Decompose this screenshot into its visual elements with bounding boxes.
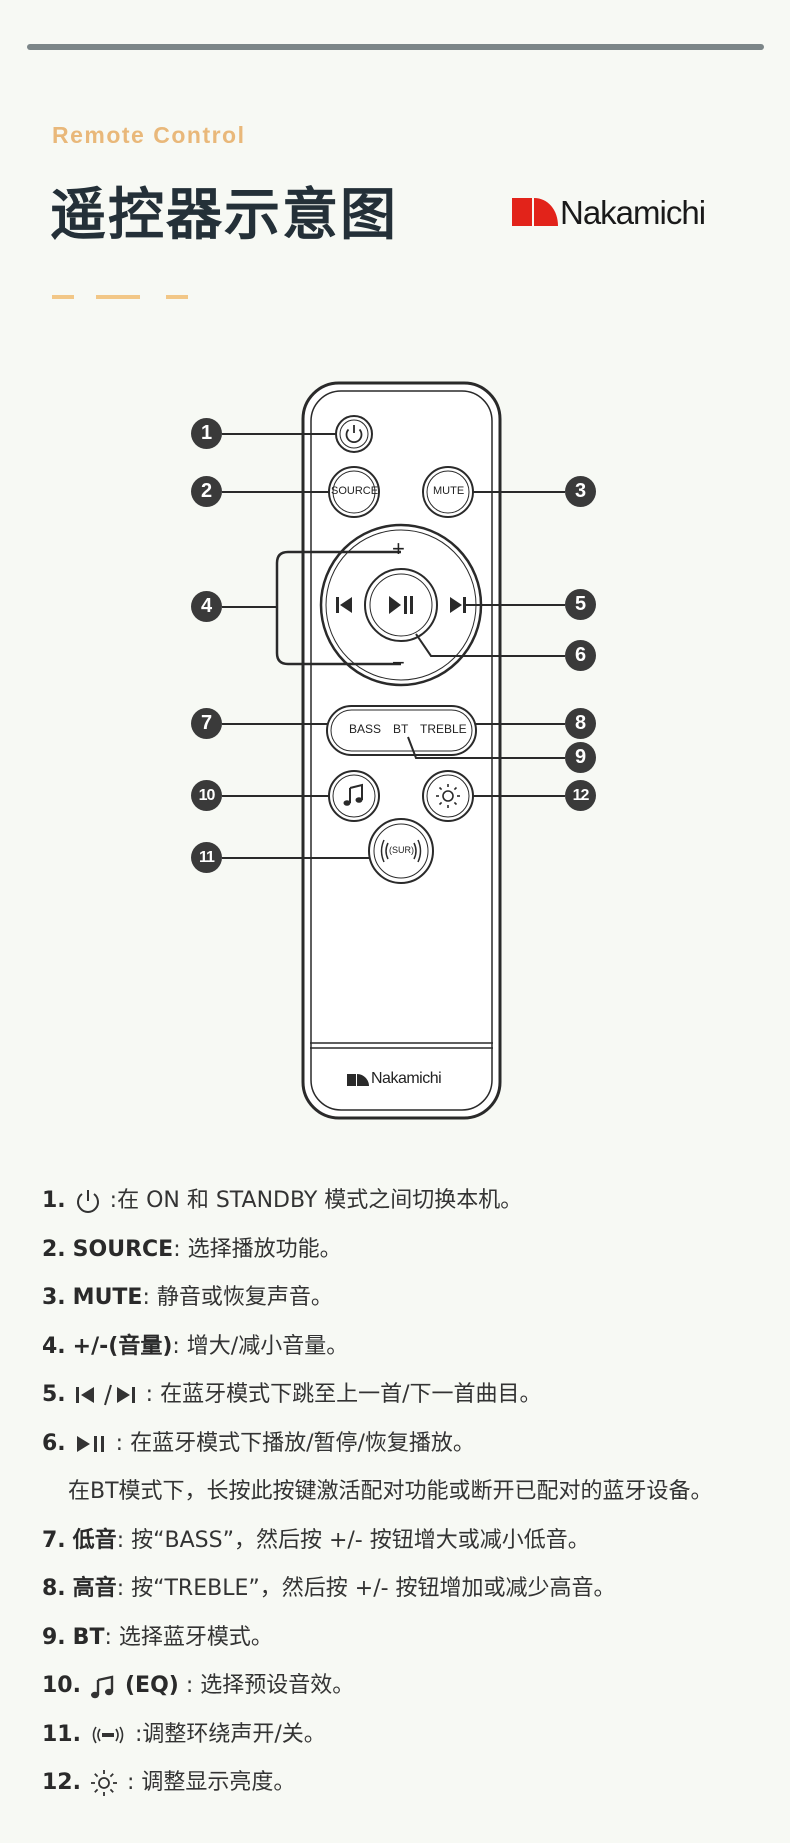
- callout-5: 5: [565, 589, 596, 620]
- music-note-icon: [90, 1675, 114, 1699]
- bass-button[interactable]: BASS: [349, 722, 382, 736]
- callout-12: 12: [565, 780, 596, 811]
- legend-item-play-pause: 6. : 在蓝牙模式下播放/暂停/恢复播放。: [42, 1430, 475, 1456]
- callout-11: 11: [191, 842, 222, 873]
- bt-button[interactable]: BT: [393, 722, 409, 736]
- mute-button[interactable]: MUTE: [433, 485, 465, 497]
- legend-item-eq: 10. (EQ) : 选择预设音效。: [42, 1673, 355, 1699]
- top-divider: [27, 44, 764, 50]
- callout-4: 4: [191, 591, 222, 622]
- treble-button[interactable]: TREBLE: [420, 722, 467, 736]
- legend-item-bt: 9. BT: 选择蓝牙模式。: [42, 1624, 273, 1650]
- legend-item-power: 1. :在 ON 和 STANDBY 模式之间切换本机。: [42, 1188, 523, 1213]
- surround-icon: [92, 1726, 124, 1743]
- volume-up-button[interactable]: +: [392, 536, 405, 561]
- legend-item-surround: 11. :调整环绕声开/关。: [42, 1721, 326, 1747]
- callout-8: 8: [565, 708, 596, 739]
- page-title: 遥控器示意图: [50, 183, 398, 248]
- play-pause-icon: [76, 1435, 104, 1452]
- brand-logo: Nakamichi: [512, 194, 736, 234]
- prev-next-icon: [75, 1384, 135, 1406]
- nakamichi-logo-icon: [512, 198, 558, 226]
- legend-item-brightness: 12. : 调整显示亮度。: [42, 1770, 296, 1796]
- remote-illustration: [222, 381, 565, 1120]
- callout-1: 1: [191, 418, 222, 449]
- callout-7: 7: [191, 708, 222, 739]
- brightness-icon: [90, 1770, 117, 1796]
- surround-button-label[interactable]: (SUR): [389, 845, 414, 855]
- callout-9: 9: [565, 742, 596, 773]
- brand-name: Nakamichi: [560, 194, 706, 231]
- legend-item-bass: 7. 低音: 按“BASS”，然后按 +/- 按钮增大或减小低音。: [42, 1527, 590, 1553]
- volume-down-button[interactable]: −: [392, 650, 405, 675]
- callout-3: 3: [565, 476, 596, 507]
- callout-6: 6: [565, 640, 596, 671]
- legend-item-mute: 3. MUTE: 静音或恢复声音。: [42, 1285, 333, 1310]
- legend-item-volume: 4. +/-(音量): 增大/减小音量。: [42, 1333, 349, 1359]
- source-button[interactable]: SOURCE: [331, 485, 379, 497]
- callout-2: 2: [191, 476, 222, 507]
- legend-item-bt-pairing-note: 在BT模式下，长按此按键激活配对功能或断开已配对的蓝牙设备。: [68, 1479, 713, 1504]
- legend-item-treble: 8. 高音: 按“TREBLE”，然后按 +/- 按钮增加或减少高音。: [42, 1576, 616, 1601]
- legend-item-prev-next: 5. : 在蓝牙模式下跳至上一首/下一首曲目。: [42, 1382, 542, 1407]
- power-icon: [76, 1190, 99, 1213]
- callout-10: 10: [191, 780, 222, 811]
- page-subtitle: Remote Control: [52, 122, 246, 148]
- remote-brand-name: Nakamichi: [371, 1070, 442, 1087]
- button-legend: 1. :在 ON 和 STANDBY 模式之间切换本机。 2. SOURCE: …: [42, 1182, 762, 1813]
- remote-diagram: SOURCE MUTE + − BASS BT TREBLE (SUR) Nak…: [0, 370, 790, 1130]
- legend-item-source: 2. SOURCE: 选择播放功能。: [42, 1236, 342, 1262]
